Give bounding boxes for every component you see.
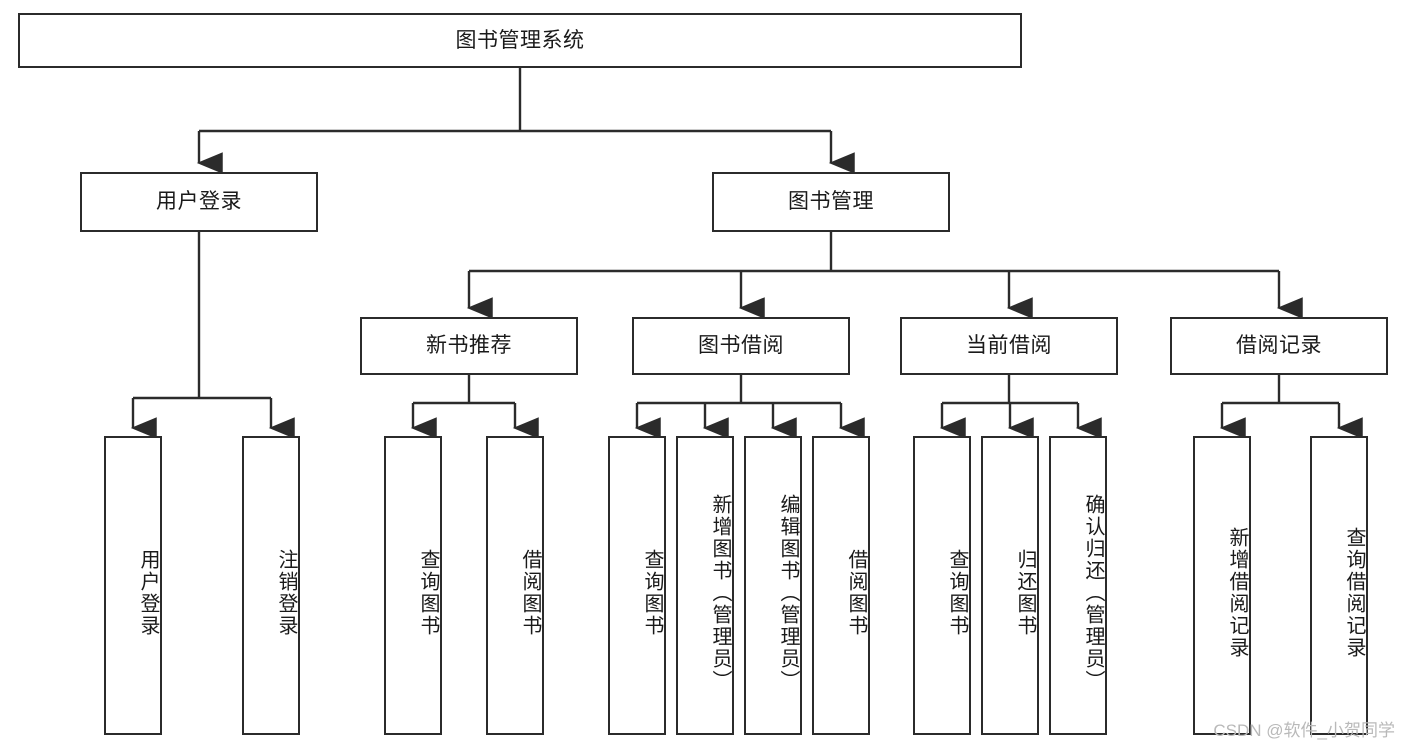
node-leaf-user-login-label: 用户登录 xyxy=(137,548,159,637)
node-leaf-return-book[interactable]: 归还图书 xyxy=(981,436,1039,735)
node-leaf-user-login[interactable]: 用户登录 xyxy=(104,436,162,735)
node-book-management-label: 图书管理 xyxy=(788,190,874,214)
node-leaf-add-book-admin[interactable]: 新增图书（管理员） xyxy=(676,436,734,735)
node-leaf-borrow-book-2-label: 借阅图书 xyxy=(845,548,867,637)
node-leaf-query-book-3[interactable]: 查询图书 xyxy=(913,436,971,735)
node-borrow-record-label: 借阅记录 xyxy=(1236,334,1322,358)
node-leaf-return-book-label: 归还图书 xyxy=(1014,548,1036,637)
node-leaf-logout-login[interactable]: 注销登录 xyxy=(242,436,300,735)
node-leaf-query-borrow-record-label: 查询借阅记录 xyxy=(1343,526,1365,659)
node-leaf-logout-login-label: 注销登录 xyxy=(275,548,297,637)
node-leaf-add-book-admin-label: 新增图书（管理员） xyxy=(709,493,731,692)
node-leaf-query-book-1-label: 查询图书 xyxy=(417,548,439,637)
node-leaf-add-borrow-record-label: 新增借阅记录 xyxy=(1226,526,1248,659)
node-leaf-edit-book-admin[interactable]: 编辑图书（管理员） xyxy=(744,436,802,735)
node-book-management[interactable]: 图书管理 xyxy=(712,172,950,232)
node-leaf-borrow-book-1-label: 借阅图书 xyxy=(519,548,541,637)
node-new-book-recommend[interactable]: 新书推荐 xyxy=(360,317,578,375)
node-book-borrow-label: 图书借阅 xyxy=(698,334,784,358)
node-user-login[interactable]: 用户登录 xyxy=(80,172,318,232)
node-current-borrow[interactable]: 当前借阅 xyxy=(900,317,1118,375)
node-leaf-confirm-return-admin[interactable]: 确认归还（管理员） xyxy=(1049,436,1107,735)
node-leaf-add-borrow-record[interactable]: 新增借阅记录 xyxy=(1193,436,1251,735)
node-leaf-confirm-return-admin-label: 确认归还（管理员） xyxy=(1082,493,1104,692)
node-new-book-recommend-label: 新书推荐 xyxy=(426,334,512,358)
node-leaf-query-borrow-record[interactable]: 查询借阅记录 xyxy=(1310,436,1368,735)
node-leaf-query-book-2[interactable]: 查询图书 xyxy=(608,436,666,735)
node-leaf-borrow-book-1[interactable]: 借阅图书 xyxy=(486,436,544,735)
node-leaf-query-book-3-label: 查询图书 xyxy=(946,548,968,637)
node-leaf-query-book-1[interactable]: 查询图书 xyxy=(384,436,442,735)
node-book-borrow[interactable]: 图书借阅 xyxy=(632,317,850,375)
node-leaf-edit-book-admin-label: 编辑图书（管理员） xyxy=(777,493,799,692)
node-borrow-record[interactable]: 借阅记录 xyxy=(1170,317,1388,375)
edges xyxy=(130,68,1363,439)
node-root-label: 图书管理系统 xyxy=(455,28,585,52)
node-leaf-query-book-2-label: 查询图书 xyxy=(641,548,663,637)
node-root[interactable]: 图书管理系统 xyxy=(18,13,1022,68)
node-current-borrow-label: 当前借阅 xyxy=(966,334,1052,358)
node-leaf-borrow-book-2[interactable]: 借阅图书 xyxy=(812,436,870,735)
node-user-login-label: 用户登录 xyxy=(156,190,242,214)
